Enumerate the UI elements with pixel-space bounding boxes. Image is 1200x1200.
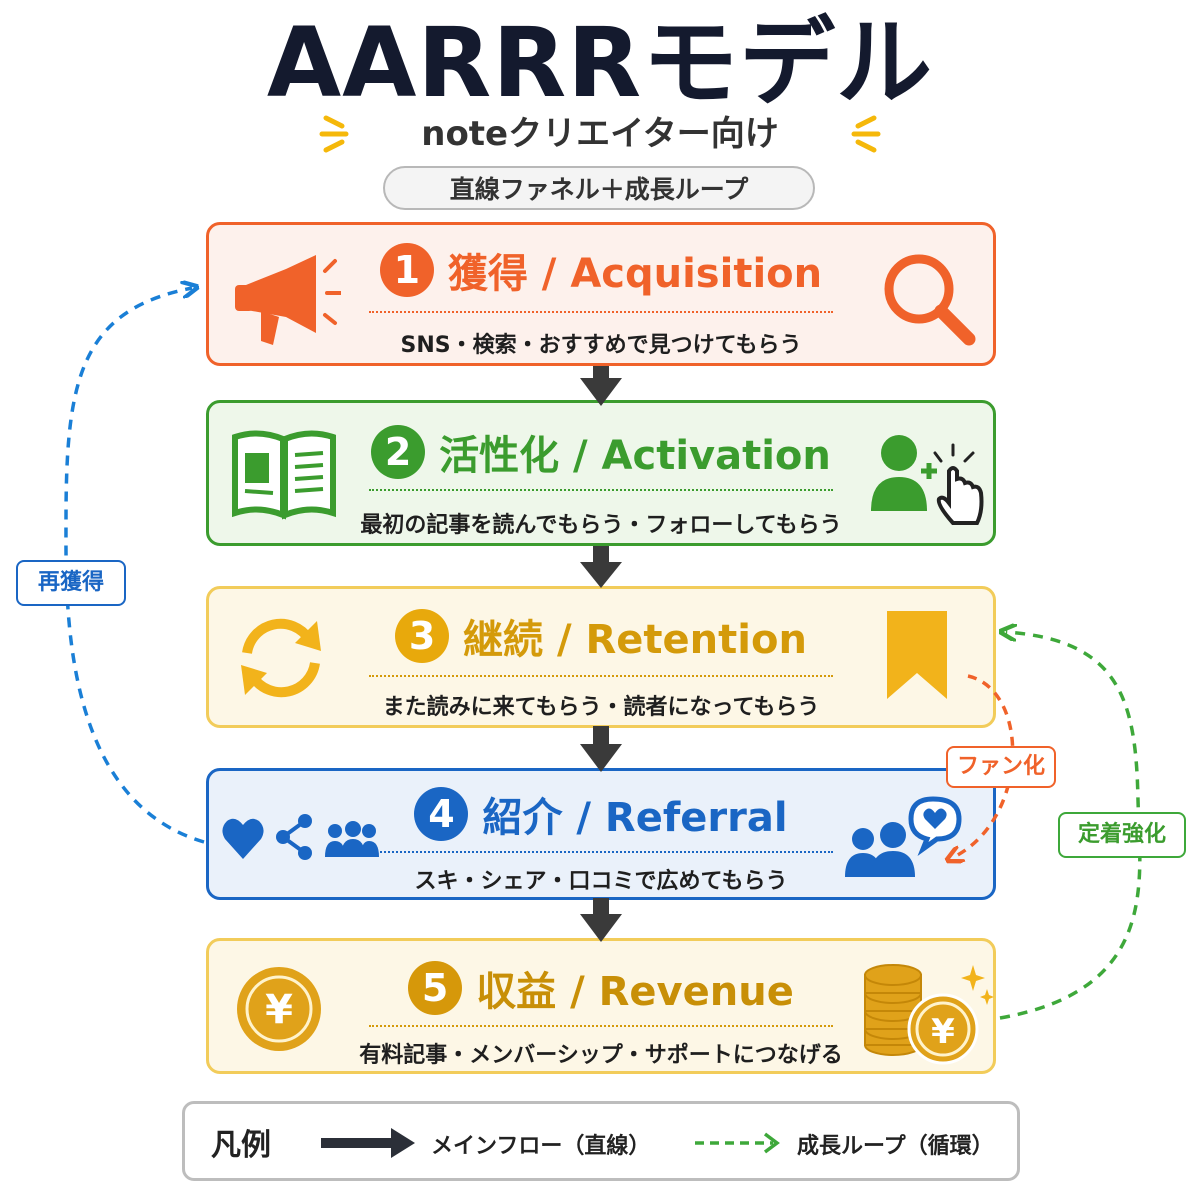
coin-stack-icon: ¥ <box>864 964 994 1065</box>
fan-loop-label: ファン化 <box>946 746 1056 788</box>
retention-loop-label: 定着強化 <box>1058 812 1186 858</box>
heart-share-icons <box>222 814 379 860</box>
subtitle: noteクリエイター向け <box>421 114 779 154</box>
stage-title: 収益 / Revenue <box>476 969 794 1015</box>
open-book-icon <box>232 430 336 520</box>
stage-title: 活性化 / Activation <box>439 433 831 479</box>
yen-coin-icon: ¥ <box>237 967 321 1051</box>
stage-number: 5 <box>408 961 463 1015</box>
stage-title: 獲得 / Acquisition <box>447 251 823 297</box>
divider <box>369 489 833 491</box>
stage-description: 有料記事・メンバーシップ・サポートにつなげる <box>359 1043 843 1068</box>
legend: 凡例 メインフロー（直線） 成長ループ（循環） <box>182 1101 1020 1181</box>
stage-revenue: 5 収益 / Revenue 有料記事・メンバーシップ・サポートにつなげる ¥ ¥ <box>206 938 996 1074</box>
page-title: AARRRモデル <box>266 7 934 119</box>
main-flow-arrow-icon <box>321 1128 415 1158</box>
stage-title: 紹介 / Referral <box>482 795 788 841</box>
stage-number: 3 <box>395 609 450 663</box>
stage-number: 1 <box>379 243 434 297</box>
stage-activation: 2 活性化 / Activation 最初の記事を読んでもらう・フォローしてもらう <box>206 400 996 546</box>
legend-title: 凡例 <box>211 1128 271 1163</box>
follow-user-icon <box>871 435 984 525</box>
bookmark-icon <box>887 611 947 699</box>
community-chat-icon <box>845 796 962 877</box>
stage-description: また読みに来てもらう・読者になってもらう <box>382 695 820 720</box>
stage-description: 最初の記事を読んでもらう・フォローしてもらう <box>360 513 842 538</box>
search-icon <box>884 254 976 346</box>
reacquire-loop-label: 再獲得 <box>16 560 126 606</box>
model-type-pill: 直線ファネル＋成長ループ <box>383 166 815 210</box>
refresh-cycle-icon <box>241 618 321 698</box>
yen-symbol: ¥ <box>931 1012 955 1052</box>
yen-symbol: ¥ <box>265 987 293 1033</box>
stage-referral: 4 紹介 / Referral スキ・シェア・口コミで広めてもらう <box>206 768 996 900</box>
megaphone-icon <box>235 255 341 345</box>
stage-title: 継続 / Retention <box>463 617 807 663</box>
stage-description: SNS・検索・おすすめで見つけてもらう <box>400 333 802 358</box>
legend-growth-loop: 成長ループ（循環） <box>797 1134 994 1159</box>
stage-number: 4 <box>414 787 469 841</box>
stage-acquisition: 1 獲得 / Acquisition SNS・検索・おすすめで見つけてもらう <box>206 222 996 366</box>
divider <box>369 675 833 677</box>
divider <box>369 851 833 853</box>
stage-number: 2 <box>371 425 426 479</box>
growth-loop-arrow-icon <box>695 1132 780 1154</box>
divider <box>369 311 833 313</box>
stage-retention: 3 継続 / Retention また読みに来てもらう・読者になってもらう <box>206 586 996 728</box>
divider <box>369 1025 833 1027</box>
stage-description: スキ・シェア・口コミで広めてもらう <box>414 869 788 894</box>
legend-main-flow: メインフロー（直線） <box>431 1134 651 1159</box>
